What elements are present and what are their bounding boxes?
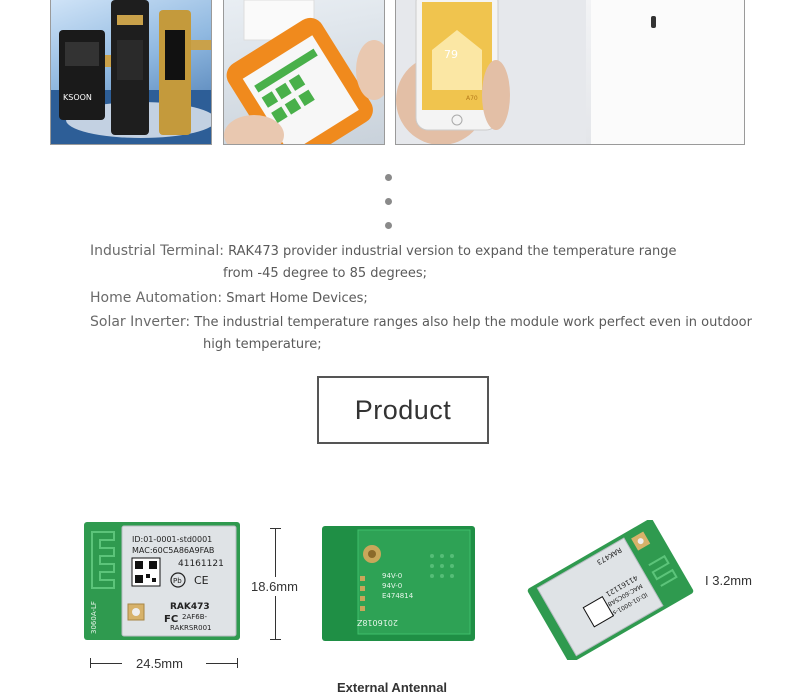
back-mark-2: 94V-0	[382, 582, 402, 590]
home-automation-desc: Smart Home Devices;	[226, 291, 368, 306]
smart-home-phone-photo: 79 A70	[395, 0, 745, 145]
module-angled-image: ID:01-0001-std0001 MAC:60C5A86A9FAB 4116…	[520, 518, 700, 664]
svg-text:CE: CE	[194, 574, 209, 587]
home-automation-term: Home Automation:	[90, 290, 223, 306]
width-dimension-line-right	[206, 663, 238, 664]
height-dimension-cap	[270, 639, 281, 640]
module-fcc-text: 2AF6B-	[182, 613, 208, 621]
smart-lock-photo: KSOON	[50, 0, 212, 145]
phone-temp: 79	[444, 48, 458, 61]
home-automation-row: Home Automation: Smart Home Devices;	[90, 290, 368, 306]
width-dimension-line-left	[90, 663, 122, 664]
separator-dot	[385, 174, 392, 181]
thickness-dimension-label: I 3.2mm	[705, 573, 752, 588]
pos-terminal-photo	[223, 0, 385, 145]
width-dimension-cap	[90, 658, 91, 668]
solar-inverter-row: Solar Inverter: The industrial temperatu…	[90, 314, 752, 330]
module-id-text: ID:01-0001-std0001	[132, 535, 212, 544]
lock-brand: KSOON	[63, 93, 92, 102]
solar-inverter-term: Solar Inverter:	[90, 314, 191, 330]
module-fcc2-text: RAKRSR001	[170, 624, 212, 632]
separator-dot	[385, 222, 392, 229]
industrial-terminal-desc-1: RAK473 provider industrial version to ex…	[228, 244, 677, 259]
module-side-text: 3060A-LF	[90, 601, 98, 634]
module-code-text: 41161121	[178, 559, 224, 569]
svg-text:FC: FC	[164, 614, 178, 625]
svg-text:Pb: Pb	[173, 577, 182, 585]
width-dimension-label: 24.5mm	[136, 656, 183, 671]
solar-inverter-desc-2: high temperature;	[203, 337, 322, 352]
industrial-terminal-term: Industrial Terminal:	[90, 243, 224, 259]
industrial-terminal-desc-2: from -45 degree to 85 degrees;	[223, 266, 428, 281]
solar-inverter-desc-1: The industrial temperature ranges also h…	[194, 315, 752, 330]
module-front-image: ID:01-0001-std0001 MAC:60C5A86A9FAB 4116…	[84, 522, 240, 640]
height-dimension-cap	[270, 528, 281, 529]
separator-dot	[385, 198, 392, 205]
width-dimension-cap	[237, 658, 238, 668]
external-antenna-label: External Antennal	[337, 680, 448, 695]
back-mark-1: 94V-0	[382, 572, 402, 580]
phone-temp2: A70	[466, 95, 478, 102]
back-date: 2016018Z	[356, 618, 398, 627]
module-back-image: 94V-0 94V-0 E474814 2016018Z	[322, 526, 475, 641]
module-mac-text: MAC:60C5A86A9FAB	[132, 546, 214, 555]
industrial-terminal-row: Industrial Terminal: RAK473 provider ind…	[90, 243, 677, 259]
module-model-text: RAK473	[170, 602, 210, 612]
height-dimension-label: 18.6mm	[251, 577, 298, 596]
back-mark-3: E474814	[382, 592, 414, 600]
product-title: Product	[354, 394, 452, 425]
product-heading-box: Product	[317, 376, 489, 444]
